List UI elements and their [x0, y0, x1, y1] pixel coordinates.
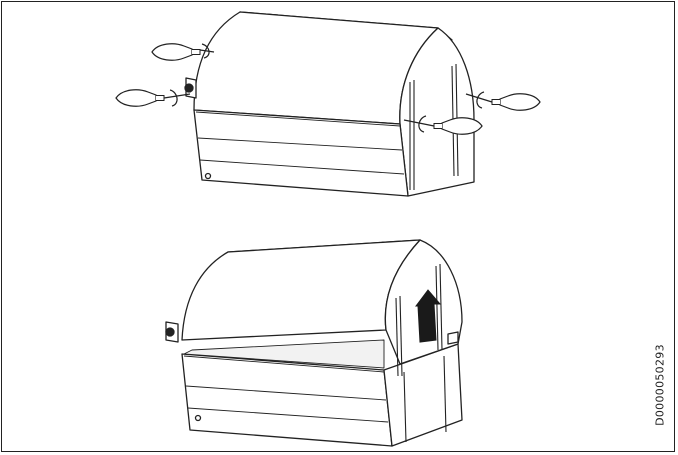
unit-closed: [184, 11, 475, 197]
unit-opening: [165, 239, 463, 447]
screwdriver-icon: [115, 43, 541, 135]
document-code: D0000050293: [648, 320, 672, 450]
arrow-up-icon: [415, 289, 442, 343]
document-code-label: D0000050293: [653, 344, 667, 426]
